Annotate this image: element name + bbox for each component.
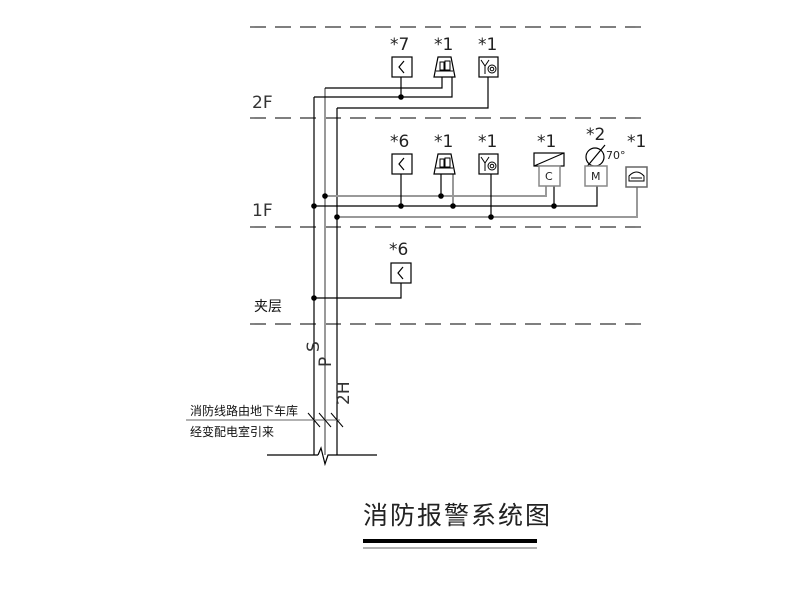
wiring-2f — [314, 77, 489, 109]
wiring-1f — [311, 174, 638, 220]
count-label: *6 — [390, 132, 409, 152]
wiring-mezzanine — [314, 283, 402, 299]
count-label: *1 — [537, 132, 556, 152]
source-note-line2: 经变配电室引来 — [190, 424, 274, 439]
count-label: *6 — [389, 240, 408, 260]
control-module-icon: C — [533, 152, 565, 187]
riser-label-s: S — [304, 341, 324, 352]
riser-label-p: P — [316, 357, 336, 367]
count-label: *1 — [478, 35, 497, 55]
count-label: *1 — [478, 132, 497, 152]
count-label: *1 — [434, 132, 453, 152]
source-note-line1: 消防线路由地下车库 — [190, 403, 298, 418]
smoke-detector-icon — [390, 262, 412, 284]
damper-motor-label: M — [591, 170, 601, 183]
fire-telephone-icon — [625, 166, 648, 188]
count-label: *2 — [586, 125, 605, 145]
break-symbol — [317, 446, 377, 467]
count-label: *1 — [434, 35, 453, 55]
floor-label-mezzanine: 夹层 — [254, 299, 282, 315]
diagram-title: 消防报警系统图 — [363, 501, 552, 530]
manual-alarm-button-icon — [433, 153, 456, 175]
smoke-detector-icon — [391, 153, 413, 175]
count-label: *7 — [390, 35, 409, 55]
riser-label-2h: 2H — [334, 381, 354, 405]
damper-temp-label: 70° — [606, 149, 626, 162]
cable-slash-marks — [307, 412, 344, 428]
fire-damper-icon: 70° M — [584, 144, 626, 187]
control-module-label: C — [545, 170, 553, 183]
alarm-bell-icon — [478, 153, 499, 175]
floor-label-1f: 1F — [252, 201, 273, 221]
title-underline-thick — [363, 539, 537, 543]
floor-label-2f: 2F — [252, 93, 273, 113]
alarm-bell-icon — [478, 56, 499, 78]
smoke-detector-icon — [391, 56, 413, 78]
count-label: *1 — [627, 132, 646, 152]
manual-alarm-button-icon — [433, 56, 456, 78]
